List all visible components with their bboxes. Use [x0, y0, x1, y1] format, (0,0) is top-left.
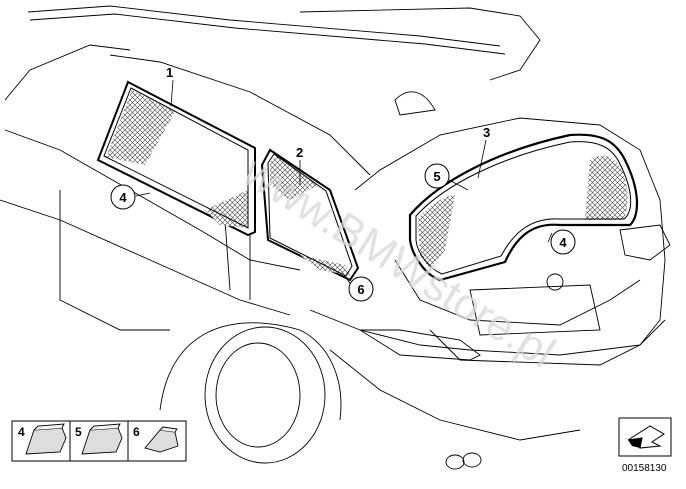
legend-item-5: 5	[75, 423, 123, 455]
callout-2: 2	[296, 145, 303, 160]
callout-5-label: 5	[433, 169, 440, 184]
arrow-return-icon	[627, 425, 665, 449]
callout-3: 3	[483, 125, 490, 140]
rear-window-3	[408, 133, 639, 282]
legend-number-4: 4	[18, 425, 25, 439]
wedge-clip-icon	[81, 423, 123, 455]
callout-1: 1	[166, 65, 173, 80]
callout-circle-4b: 4	[550, 229, 576, 255]
leader-lines	[135, 79, 553, 287]
parts-legend: 4 5 6	[11, 420, 187, 462]
legend-item-4: 4	[18, 423, 67, 455]
callout-circle-6: 6	[348, 276, 374, 302]
nav-symbol-box	[618, 417, 672, 457]
edge-clip-icon	[144, 426, 179, 453]
legend-number-6: 6	[133, 425, 140, 439]
callout-4a-label: 4	[119, 190, 127, 205]
legend-item-6: 6	[133, 425, 179, 453]
quarter-window-2	[260, 148, 360, 282]
callout-6-label: 6	[357, 282, 364, 297]
car-body-outline	[0, 5, 671, 470]
callout-4b-label: 4	[559, 235, 567, 250]
callout-circle-4a: 4	[110, 184, 136, 210]
callout-circle-5: 5	[424, 163, 450, 189]
legend-number-5: 5	[75, 425, 82, 439]
document-number: 00158130	[622, 463, 667, 474]
wedge-clip-icon	[25, 423, 67, 455]
side-window-1	[96, 80, 256, 237]
